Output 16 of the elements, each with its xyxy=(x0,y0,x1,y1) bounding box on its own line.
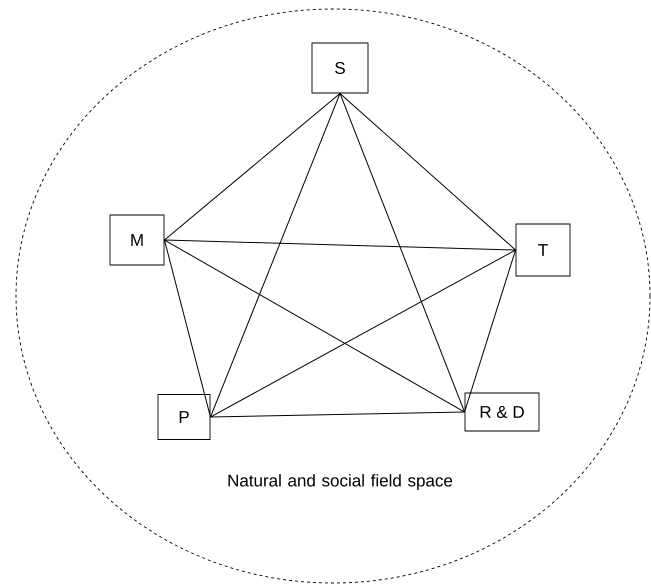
letter-box: R & D xyxy=(464,392,540,432)
connecting-line xyxy=(464,250,516,412)
letter-box: T xyxy=(516,224,570,276)
connecting-line xyxy=(210,92,340,418)
letter-box: S xyxy=(312,42,368,94)
connecting-line xyxy=(340,92,516,250)
connecting-line xyxy=(210,250,516,418)
connecting-line xyxy=(164,92,340,240)
connecting-line xyxy=(340,92,466,412)
connecting-line xyxy=(164,240,516,250)
connecting-line xyxy=(164,240,211,418)
connecting-line xyxy=(164,240,466,412)
letter-box: P xyxy=(158,394,210,440)
field-label: Natural and social field space xyxy=(228,474,452,490)
connecting-line xyxy=(210,412,466,418)
letter-box: M xyxy=(110,214,164,266)
